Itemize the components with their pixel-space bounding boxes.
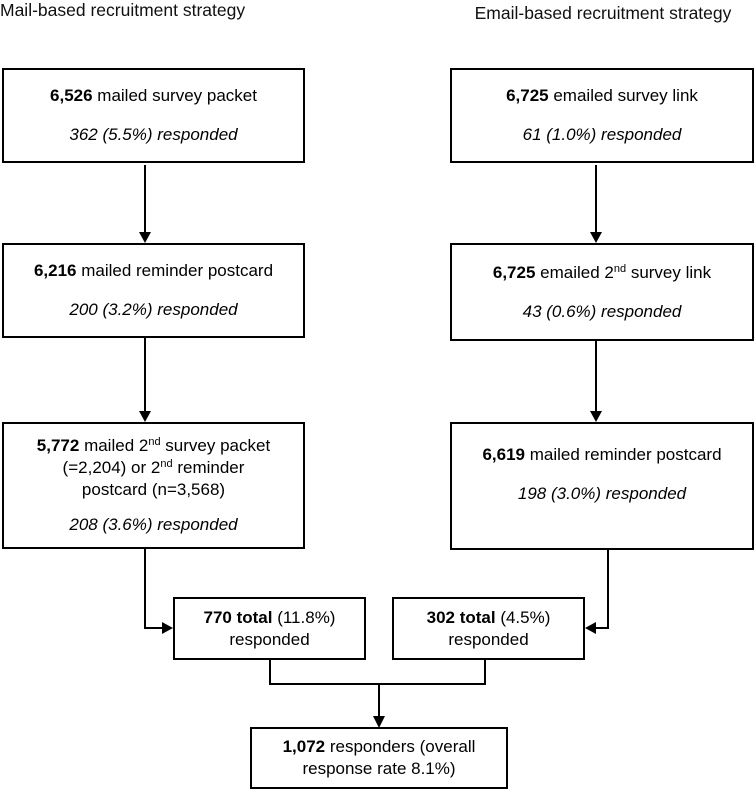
email-box-second-survey-link: 6,725 emailed 2nd survey link 43 (0.6%) … (450, 243, 754, 341)
email-box1-number: 6,725 (506, 86, 549, 105)
connector-email-total (585, 550, 609, 634)
email-total-line2: responded (448, 629, 529, 649)
email-box2-responded: 43 (0.6%) responded (522, 301, 682, 321)
mail-box1-responded: 362 (5.5%) responded (69, 125, 238, 144)
email-box2-text: emailed 2 (535, 262, 614, 282)
mail-box2-number: 6,216 (33, 261, 77, 280)
mail-total-pct: (11.8%) (272, 607, 336, 627)
mail-box3-line2-sup: nd (160, 458, 173, 470)
email-box3-title: 6,619 mailed reminder postcard (482, 444, 721, 466)
email-box2-text2: survey link (626, 262, 712, 282)
mail-box3-line1: 5,772 mailed 2nd survey packet (37, 435, 270, 457)
final-line1: 1,072 responders (overall (283, 736, 476, 758)
arrow-mail-1 (139, 165, 151, 243)
arrow-mail-2 (139, 338, 151, 422)
arrow-email-2 (590, 341, 602, 422)
mail-box3-line3: postcard (n=3,568) (81, 480, 226, 499)
mail-box-reminder-postcard: 6,216 mailed reminder postcard 200 (3.2%… (2, 243, 305, 338)
mail-column-title: Mail-based recruitment strategy (0, 0, 246, 20)
mail-box3-line1-text: mailed 2 (79, 436, 149, 455)
email-box1-responded: 61 (1.0%) responded (522, 125, 682, 144)
mail-box3-line2: (=2,204) or 2nd reminder (37, 457, 270, 479)
mail-box2-label: mailed reminder postcard (76, 261, 274, 280)
final-line2: response rate 8.1%) (302, 759, 456, 778)
mail-box-survey-packet: 6,526 mailed survey packet 362 (5.5%) re… (2, 68, 305, 163)
mail-box3-line1-text2: survey packet (160, 436, 271, 455)
mail-box3-number: 5,772 (36, 436, 80, 455)
mail-total-line2: responded (229, 629, 310, 649)
mail-box1-number: 6,526 (50, 86, 93, 105)
email-box3-responded: 198 (3.0%) responded (517, 484, 687, 503)
mail-box2-title: 6,216 mailed reminder postcard (34, 260, 273, 282)
mail-box2-responded: 200 (3.2%) responded (69, 300, 238, 319)
connector-merge (269, 660, 486, 685)
email-total-number: 302 total (426, 607, 496, 627)
mail-box3-responded: 208 (3.6%) responded (69, 515, 238, 534)
final-text: responders (overall (325, 737, 476, 756)
email-box2-title: 6,725 emailed 2nd survey link (493, 262, 711, 284)
email-total-box: 302 total (4.5%) responded (392, 597, 585, 660)
mail-box1-label: mailed survey packet (92, 86, 257, 105)
email-column-title: Email-based recruitment strategy (474, 3, 732, 23)
email-box3-label: mailed reminder postcard (525, 445, 722, 464)
mail-total-line1: 770 total (11.8%) (204, 607, 336, 629)
email-box1-title: 6,725 emailed survey link (506, 85, 698, 107)
mail-box3-line2-text2: reminder (172, 458, 245, 477)
email-box2-superscript: nd (613, 262, 627, 275)
final-number: 1,072 (282, 737, 326, 756)
overall-responders-box: 1,072 responders (overall response rate … (250, 727, 508, 789)
connector-mail-total (144, 549, 173, 634)
arrow-final (373, 684, 385, 728)
email-box3-number: 6,619 (482, 445, 525, 464)
mail-total-box: 770 total (11.8%) responded (173, 597, 366, 660)
arrow-email-1 (590, 165, 602, 243)
email-box-survey-link: 6,725 emailed survey link 61 (1.0%) resp… (450, 68, 754, 163)
email-box1-label: emailed survey link (548, 86, 698, 105)
email-total-pct: (4.5%) (495, 607, 551, 627)
email-box2-number: 6,725 (492, 262, 536, 282)
mail-box3-line1-sup: nd (148, 436, 161, 448)
mail-total-number: 770 total (203, 607, 273, 627)
email-box-reminder-postcard: 6,619 mailed reminder postcard 198 (3.0%… (450, 422, 754, 550)
mail-box-second-survey-packet: 5,772 mailed 2nd survey packet (=2,204) … (2, 422, 305, 549)
mail-box3-title: 5,772 mailed 2nd survey packet (=2,204) … (37, 435, 270, 501)
mail-box1-title: 6,526 mailed survey packet (50, 85, 257, 107)
email-total-line1: 302 total (4.5%) (427, 607, 551, 629)
mail-box3-line2-text: (=2,204) or 2 (62, 458, 161, 477)
